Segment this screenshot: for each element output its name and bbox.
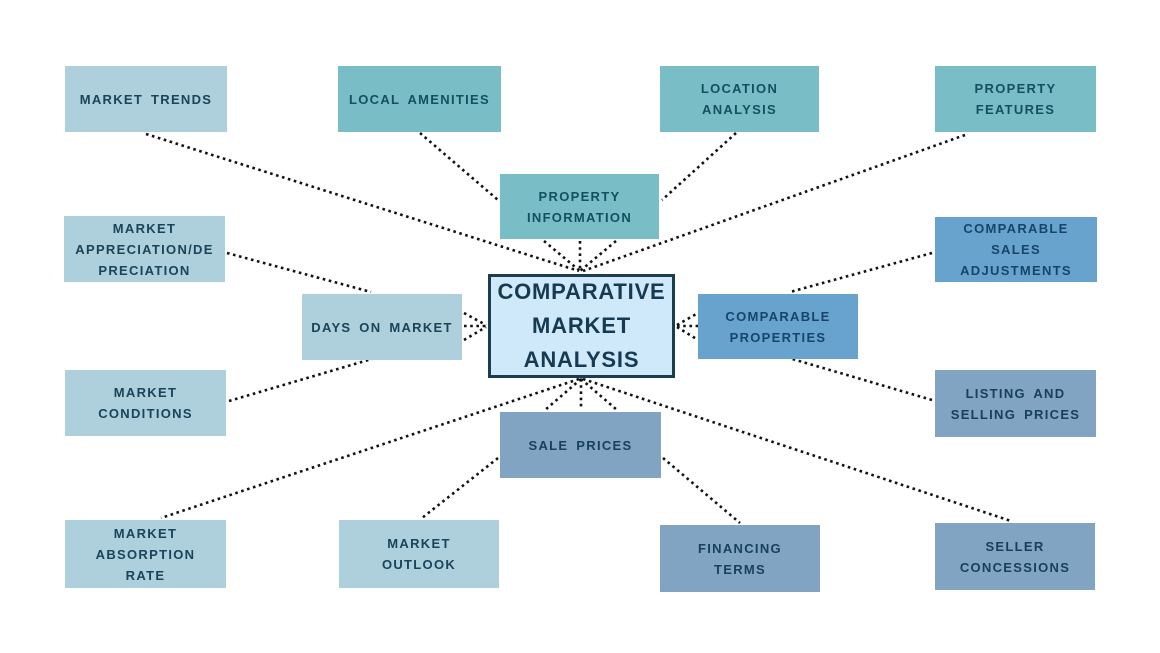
node-label: PROPERTY INFORMATION bbox=[526, 188, 633, 225]
connector-market-trends-center bbox=[145, 132, 580, 273]
node-days-on-market: DAYS ON MARKET bbox=[302, 294, 462, 360]
connector-sale-prices-center-3 bbox=[580, 378, 618, 411]
node-property-information: PROPERTY INFORMATION bbox=[500, 174, 659, 239]
node-label: LISTING AND SELLING PRICES bbox=[950, 385, 1081, 422]
node-label: COMPARABLE PROPERTIES bbox=[725, 308, 831, 345]
node-label: LOCATION ANALYSIS bbox=[700, 81, 779, 117]
node-location-analysis: LOCATION ANALYSIS bbox=[660, 66, 819, 132]
node-comparable-properties: COMPARABLE PROPERTIES bbox=[698, 294, 858, 359]
connector-comparable-sales-adjustments-comparable-properties bbox=[789, 251, 933, 294]
node-market-conditions: MARKET CONDITIONS bbox=[65, 370, 226, 436]
node-property-features: PROPERTY FEATURES bbox=[935, 66, 1096, 132]
connector-days-on-market-center-3 bbox=[463, 325, 487, 342]
connector-days-on-market-center-1 bbox=[463, 311, 487, 327]
node-local-amenities: LOCAL AMENITIES bbox=[338, 66, 501, 132]
node-label: SALE PRICES bbox=[528, 437, 633, 453]
node-label: MARKET APPRECIATION/DE PRECIATION bbox=[75, 220, 214, 278]
node-center-comparative-market-analysis: COMPARATIVE MARKET ANALYSIS bbox=[488, 274, 675, 378]
connector-sale-prices-center-1 bbox=[544, 378, 582, 411]
connector-market-absorption-center bbox=[160, 377, 580, 520]
node-sale-prices: SALE PRICES bbox=[500, 412, 661, 478]
connector-market-conditions-days-on-market bbox=[228, 356, 376, 403]
connector-market-appreciation-days-on-market bbox=[226, 251, 372, 294]
node-market-absorption-rate: MARKET ABSORPTION RATE bbox=[65, 520, 226, 588]
node-label: LOCAL AMENITIES bbox=[349, 91, 490, 107]
connector-property-information-center-3 bbox=[579, 240, 617, 272]
node-label: FINANCING TERMS bbox=[698, 540, 782, 577]
connector-market-outlook-sale-prices bbox=[421, 456, 499, 520]
node-label: MARKET OUTLOOK bbox=[381, 536, 457, 572]
center-title: COMPARATIVE MARKET ANALYSIS bbox=[497, 279, 666, 372]
connector-comparable-properties-center-3 bbox=[676, 325, 699, 342]
connector-financing-terms-sale-prices bbox=[662, 457, 741, 524]
connector-property-information-center-1 bbox=[543, 240, 581, 272]
connector-local-amenities-property-information bbox=[419, 132, 499, 201]
node-label: COMPARABLE SALES ADJUSTMENTS bbox=[960, 221, 1072, 278]
node-comparable-sales-adjustments: COMPARABLE SALES ADJUSTMENTS bbox=[935, 217, 1097, 282]
connector-location-analysis-property-information bbox=[661, 132, 737, 201]
node-label: PROPERTY FEATURES bbox=[974, 81, 1057, 117]
node-market-outlook: MARKET OUTLOOK bbox=[339, 520, 499, 588]
node-label: MARKET CONDITIONS bbox=[98, 385, 193, 421]
node-market-trends: MARKET TRENDS bbox=[65, 66, 227, 132]
node-market-appreciation-depreciation: MARKET APPRECIATION/DE PRECIATION bbox=[64, 216, 225, 282]
node-seller-concessions: SELLER CONCESSIONS bbox=[935, 523, 1095, 590]
node-label: MARKET ABSORPTION RATE bbox=[95, 525, 196, 583]
node-label: MARKET TRENDS bbox=[79, 91, 213, 107]
node-label: SELLER CONCESSIONS bbox=[959, 538, 1071, 575]
node-label: DAYS ON MARKET bbox=[311, 319, 453, 335]
connector-seller-concessions-center bbox=[582, 377, 1012, 523]
connector-comparable-properties-center-1 bbox=[676, 311, 699, 327]
node-financing-terms: FINANCING TERMS bbox=[660, 525, 820, 592]
node-listing-and-selling-prices: LISTING AND SELLING PRICES bbox=[935, 370, 1096, 437]
connector-listing-selling-prices-comparable-properties bbox=[788, 356, 933, 402]
